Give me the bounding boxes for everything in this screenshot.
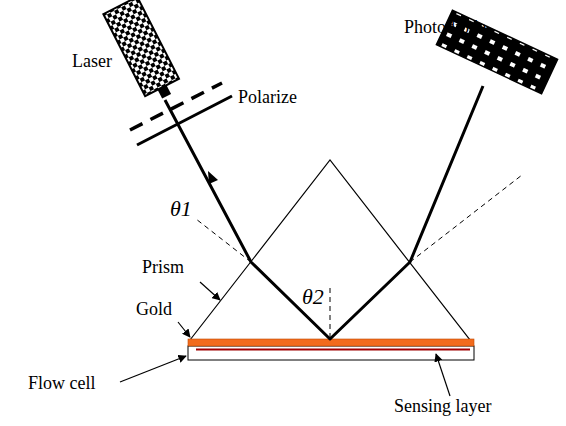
laser-label: Laser xyxy=(72,52,112,70)
prism-label: Prism xyxy=(142,258,184,276)
prism xyxy=(190,160,470,340)
angle-label: θ1 xyxy=(170,198,192,220)
angle-label: θ2 xyxy=(302,286,324,308)
photodiode-label: Photodiode xyxy=(404,18,486,36)
flow-cell-label: Flow cell xyxy=(28,374,96,392)
polarizer-label: Polarize xyxy=(238,88,297,106)
flow-cell xyxy=(188,346,474,360)
normal-line xyxy=(330,288,331,338)
sensing-layer xyxy=(196,349,470,351)
gold-label: Gold xyxy=(136,300,172,318)
laser xyxy=(103,0,183,105)
leader-arrow xyxy=(178,322,190,337)
sensing-layer-label: Sensing layer xyxy=(394,397,491,415)
beam-arrowhead xyxy=(208,171,218,184)
leader-arrow xyxy=(436,354,450,396)
leader-arrow xyxy=(200,282,220,300)
light-beam xyxy=(165,86,483,339)
leader-arrow xyxy=(120,356,186,382)
normal-line xyxy=(196,219,251,262)
